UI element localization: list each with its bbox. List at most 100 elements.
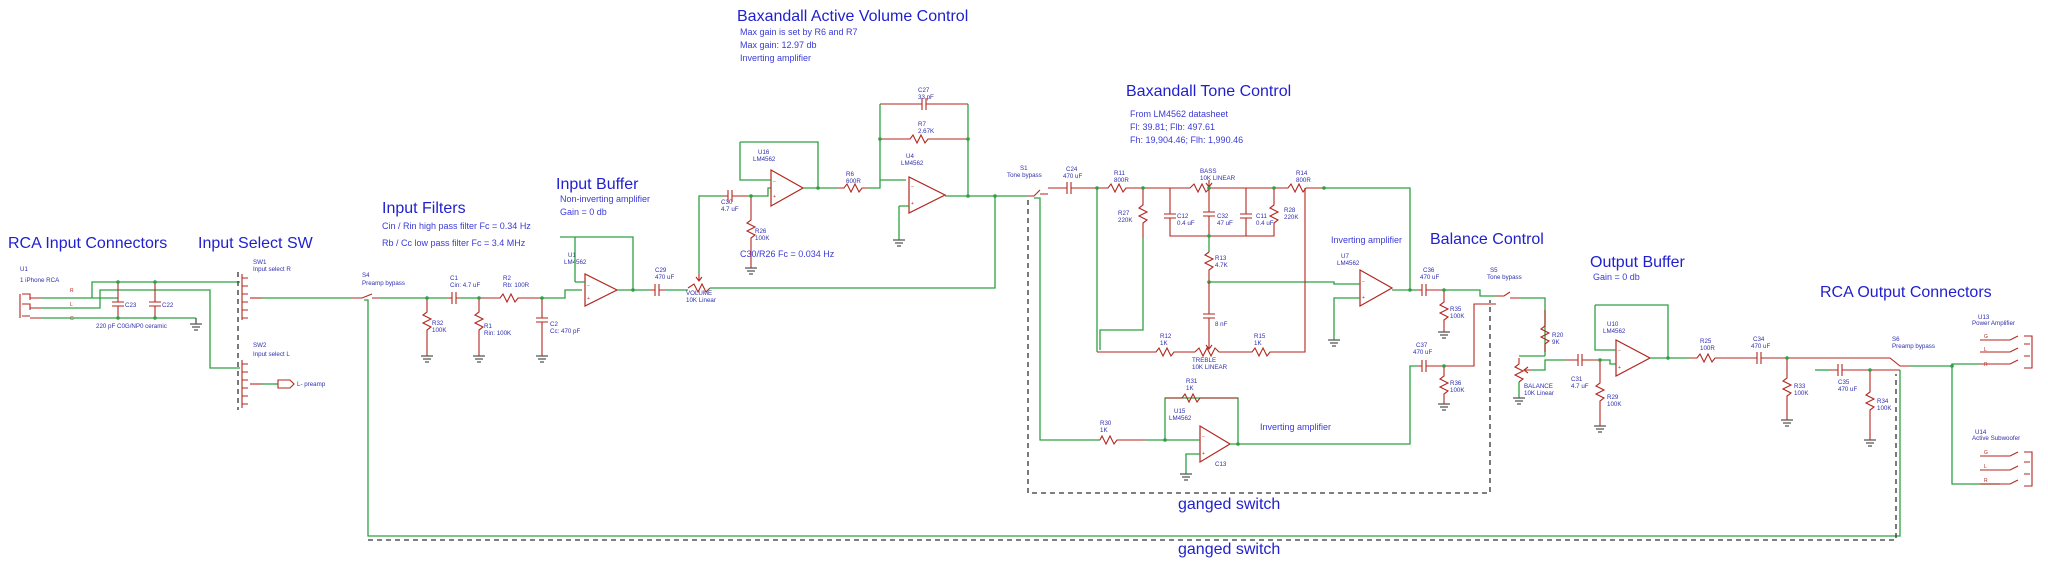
title-tone: Baxandall Tone Control bbox=[1126, 83, 1291, 100]
switch-s6: S6 Preamp bypass bbox=[1880, 336, 1935, 371]
u1-ref: U1 bbox=[20, 266, 28, 273]
svg-text:U14: U14 bbox=[1975, 429, 1987, 436]
svg-text:R15: R15 bbox=[1254, 333, 1266, 340]
switch-s4: S4 Preamp bypass bbox=[352, 272, 405, 299]
svg-text:C27: C27 bbox=[918, 87, 930, 94]
switch-s5: S5 Tone bypass bbox=[1487, 267, 1522, 299]
svg-text:L: L bbox=[1984, 464, 1987, 470]
svg-text:SW2: SW2 bbox=[253, 342, 267, 349]
resistor-r2: R2 Rb: 100R bbox=[478, 275, 540, 304]
svg-text:C2: C2 bbox=[550, 321, 558, 328]
ground-symbol bbox=[190, 318, 202, 331]
note-tone-fl: Fl: 39.81; Flb: 497.61 bbox=[1130, 122, 1215, 132]
svg-text:C29: C29 bbox=[655, 267, 667, 274]
svg-text:C1: C1 bbox=[450, 275, 458, 282]
svg-text:470 uF: 470 uF bbox=[1420, 274, 1439, 281]
svg-text:Cc: 470 pF: Cc: 470 pF bbox=[550, 328, 580, 335]
capacitor-c36: C36 470 uF bbox=[1418, 267, 1445, 296]
svg-text:100K: 100K bbox=[755, 235, 770, 242]
rca-output-u13: U13 Power Amplifier G L R bbox=[1972, 314, 2033, 369]
capacitor-c37: C37 470 uF bbox=[1413, 303, 1496, 372]
note-filter-lp: Rb / Cc low pass filter Fc = 3.4 MHz bbox=[382, 238, 526, 248]
capacitor-c22: C22 bbox=[149, 282, 174, 318]
svg-text:C24: C24 bbox=[1066, 166, 1078, 173]
capacitor-c24: C24 470 uF bbox=[1048, 166, 1085, 194]
svg-text:R2: R2 bbox=[503, 275, 511, 282]
resistor-r1: R1 Rin: 100K bbox=[473, 298, 512, 356]
svg-text:R33: R33 bbox=[1794, 383, 1806, 390]
svg-text:S5: S5 bbox=[1490, 267, 1498, 274]
svg-text:R7: R7 bbox=[918, 121, 926, 128]
resistor-r36: R36 100K bbox=[1438, 366, 1465, 404]
svg-text:U4: U4 bbox=[906, 153, 914, 160]
svg-text:10K LINEAR: 10K LINEAR bbox=[1200, 175, 1236, 182]
capacitor-c2: C2 Cc: 470 pF bbox=[536, 298, 580, 356]
svg-text:U10: U10 bbox=[1607, 321, 1619, 328]
potentiometer-volume: VOLUME 10K Linear bbox=[686, 274, 716, 304]
svg-text:4.7 uF: 4.7 uF bbox=[721, 206, 739, 213]
svg-text:R32: R32 bbox=[432, 320, 444, 327]
capacitor-c34: C34 470 uF bbox=[1751, 336, 1880, 364]
capacitor-c31: C31 4.7 uF bbox=[1565, 354, 1600, 390]
note-inv-amp-1: Inverting amplifier bbox=[1331, 235, 1402, 245]
svg-text:LM4562: LM4562 bbox=[901, 160, 924, 167]
svg-text:U15: U15 bbox=[1174, 408, 1186, 415]
svg-text:100K: 100K bbox=[1450, 387, 1465, 394]
svg-text:+: + bbox=[773, 194, 776, 200]
svg-text:SW1: SW1 bbox=[253, 259, 267, 266]
opamp-u4: U4 LM4562 − + bbox=[901, 153, 947, 214]
pin-r: R bbox=[70, 288, 74, 294]
resistor-r25: R25 100R bbox=[1690, 338, 1752, 364]
svg-text:220K: 220K bbox=[1284, 214, 1299, 221]
svg-text:C23: C23 bbox=[125, 302, 137, 309]
gang-link-tone bbox=[1027, 200, 1491, 494]
switch-sw2: SW2 Input select L bbox=[241, 342, 290, 408]
svg-text:R: R bbox=[1984, 478, 1988, 484]
note-tone-fh: Fh: 19,904.46; Flh: 1,990.46 bbox=[1130, 135, 1243, 145]
capacitor-c32: C32 47 uF bbox=[1203, 188, 1233, 236]
resistor-r34: R34 100K bbox=[1864, 370, 1892, 440]
switch-s1: S1 Tone bypass bbox=[1007, 165, 1048, 197]
svg-text:Input select R: Input select R bbox=[253, 266, 291, 273]
resistor-r14: R14 800R bbox=[1246, 170, 1324, 194]
capacitor-c-treble: 8 nF bbox=[1203, 282, 1228, 344]
svg-text:VOLUME: VOLUME bbox=[686, 290, 712, 297]
resistor-r6: R6 600R bbox=[838, 171, 868, 194]
note-filter-hp: Cin / Rin high pass filter Fc = 0.34 Hz bbox=[382, 221, 531, 231]
pin-g: G bbox=[70, 316, 74, 322]
title-ganged-switch-1: ganged switch bbox=[1178, 496, 1280, 513]
svg-text:R35: R35 bbox=[1450, 306, 1462, 313]
resistor-r15: R15 1K bbox=[1245, 188, 1306, 358]
svg-text:100K: 100K bbox=[1450, 313, 1465, 320]
svg-text:TREBLE: TREBLE bbox=[1192, 357, 1216, 364]
svg-text:R11: R11 bbox=[1114, 170, 1125, 177]
capacitor-c27: C27 33 pF bbox=[880, 87, 968, 110]
svg-text:0.4 uF: 0.4 uF bbox=[1256, 220, 1274, 227]
resistor-r31: R31 1K bbox=[1165, 378, 1238, 404]
svg-text:R: R bbox=[1984, 362, 1988, 368]
svg-text:S6: S6 bbox=[1892, 336, 1900, 343]
svg-text:R13: R13 bbox=[1215, 255, 1227, 262]
opamp-u10: U10 LM4562 − + bbox=[1603, 321, 1652, 377]
connector-l-preamp: L- preamp bbox=[277, 379, 326, 389]
opamp-u1: U1 LM4562 − + bbox=[564, 252, 619, 307]
note-buffer-type: Non-inverting amplifier bbox=[560, 194, 650, 204]
svg-text:10K Linear: 10K Linear bbox=[1524, 390, 1554, 397]
u1-desc: 1 iPhone RCA bbox=[20, 277, 60, 284]
svg-text:R25: R25 bbox=[1700, 338, 1712, 345]
svg-text:C11: C11 bbox=[1256, 213, 1267, 220]
svg-text:100K: 100K bbox=[1794, 390, 1809, 397]
opamp-u15: U15 LM4562 − + C13 bbox=[1169, 408, 1232, 468]
svg-text:BALANCE: BALANCE bbox=[1524, 383, 1553, 390]
svg-text:100K: 100K bbox=[432, 327, 447, 334]
svg-text:LM4562: LM4562 bbox=[1169, 415, 1192, 422]
svg-text:Cin: 4.7 uF: Cin: 4.7 uF bbox=[450, 282, 480, 289]
svg-text:8 nF: 8 nF bbox=[1215, 321, 1228, 328]
svg-text:R27: R27 bbox=[1118, 210, 1130, 217]
title-rca-input: RCA Input Connectors bbox=[8, 235, 167, 252]
svg-text:800R: 800R bbox=[1296, 177, 1311, 184]
svg-text:Rb: 100R: Rb: 100R bbox=[503, 282, 530, 289]
title-input-buffer: Input Buffer bbox=[556, 176, 639, 193]
svg-text:Preamp bypass: Preamp bypass bbox=[362, 280, 405, 287]
svg-text:L- preamp: L- preamp bbox=[297, 381, 326, 388]
